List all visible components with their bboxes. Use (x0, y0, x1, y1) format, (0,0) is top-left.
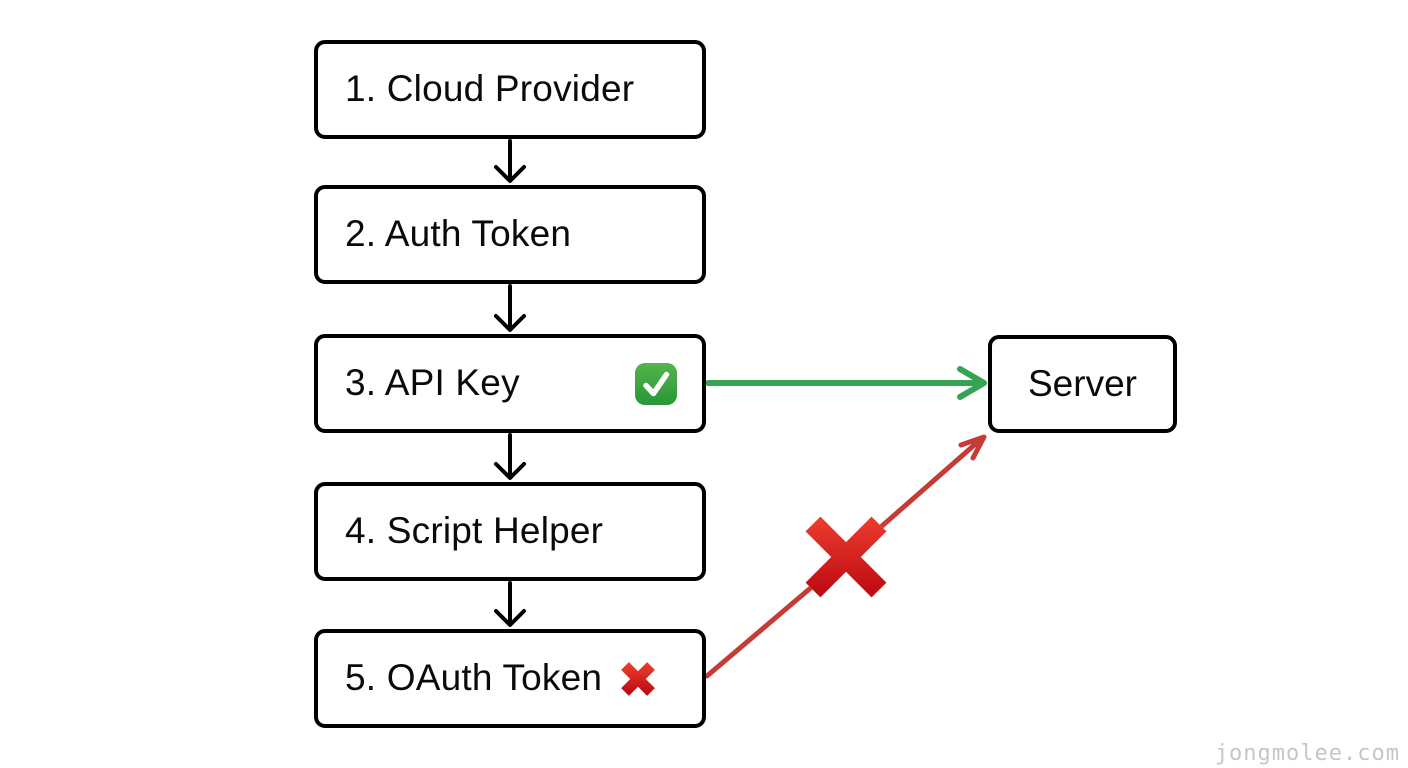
node-label: 5. OAuth Token (345, 657, 603, 698)
arrow-api-key-to-script-helper (494, 433, 526, 480)
node-label: 2. Auth Token (345, 213, 572, 254)
server-node: Server (988, 335, 1177, 433)
arrow-script-helper-to-oauth-token (494, 581, 526, 627)
flow-node-script-helper: 4. Script Helper (314, 482, 706, 581)
flow-node-oauth-token: 5. OAuth Token (314, 629, 706, 728)
flow-node-api-key: 3. API Key (314, 334, 706, 433)
check-mark-button-icon (635, 362, 677, 405)
flow-node-auth-token: 2. Auth Token (314, 185, 706, 284)
arrow-oauth-token-to-server (704, 434, 987, 679)
node-label: 3. API Key (345, 362, 520, 403)
cross-mark-icon (621, 661, 656, 696)
watermark-text: jongmolee.com (1214, 741, 1400, 766)
arrow-auth-token-to-api-key (494, 284, 526, 332)
node-label: 4. Script Helper (345, 510, 604, 551)
node-label: 1. Cloud Provider (345, 68, 635, 109)
arrow-api-key-to-server (705, 366, 987, 400)
server-label: Server (1028, 363, 1137, 404)
flow-node-cloud-provider: 1. Cloud Provider (314, 40, 706, 139)
arrow-cloud-provider-to-auth-token (494, 139, 526, 183)
blocked-cross-mark-icon (801, 512, 891, 602)
